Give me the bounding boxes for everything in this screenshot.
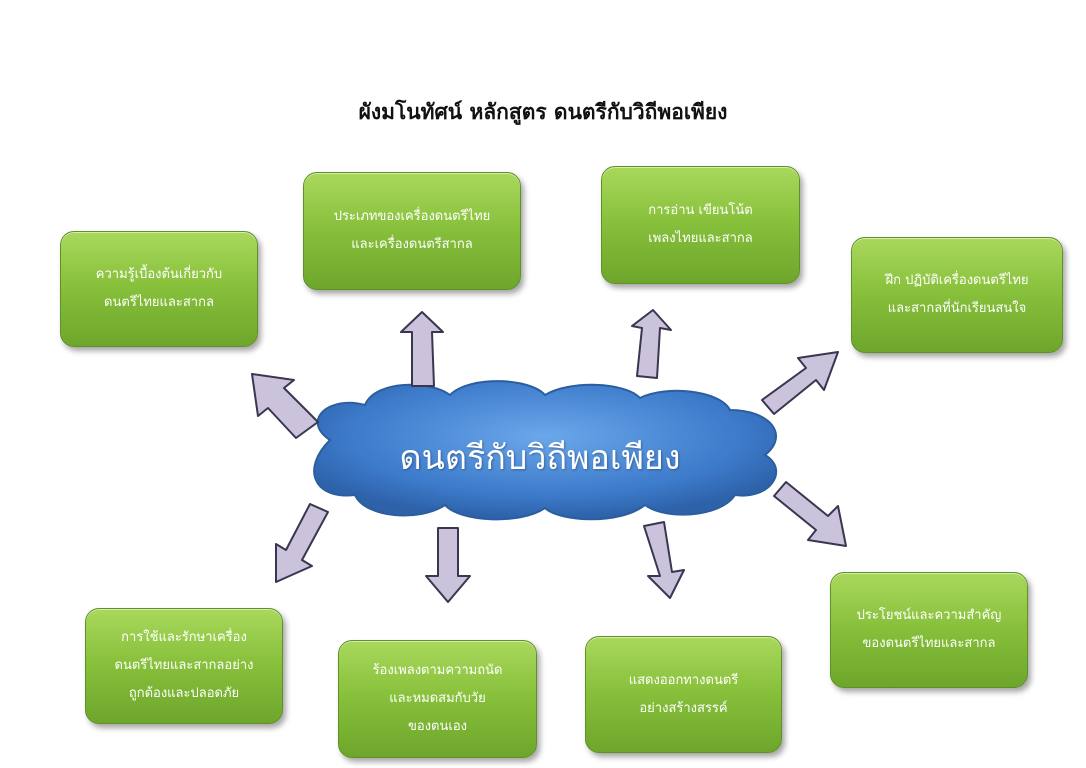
arrow-types: [400, 311, 444, 387]
box-practice: ฝึก ปฏิบัติเครื่องดนตรีไทย และสากลที่นัก…: [851, 237, 1063, 353]
box-benefits-text: ประโยชน์และความสำคัญ ของดนตรีไทยและสากล: [856, 608, 1002, 651]
box-practice-text: ฝึก ปฏิบัติเครื่องดนตรีไทย และสากลที่นัก…: [885, 273, 1029, 316]
box-singing-text: ร้องเพลงตามความถนัด และหมดสมกับวัย ของตน…: [372, 663, 503, 734]
center-label: ดนตรีกับวิถีพอเพียง: [399, 438, 681, 478]
diagram-title: ผังมโนทัศน์ หลักสูตร ดนตรีกับวิถีพอเพียง: [358, 99, 728, 124]
box-knowledge-text: ความรู้เบื้องต้นเกี่ยวกับ ดนตรีไทยและสาก…: [95, 267, 223, 310]
box-singing: ร้องเพลงตามความถนัด และหมดสมกับวัย ของตน…: [338, 640, 537, 758]
box-care: การใช้และรักษาเครื่อง ดนตรีไทยและสากลอย่…: [85, 608, 283, 724]
arrow-care: [275, 503, 329, 583]
arrow-knowledge: [251, 373, 319, 439]
box-types: ประเภทของเครื่องดนตรีไทย และเครื่องดนตรี…: [303, 172, 521, 290]
box-reading-text: การอ่าน เขียนโน้ต เพลงไทยและสากล: [648, 203, 753, 246]
center-cloud: [313, 380, 778, 521]
box-care-text: การใช้และรักษาเครื่อง ดนตรีไทยและสากลอย่…: [114, 630, 254, 701]
box-perform: แสดงออกทางดนตรี อย่างสร้างสรรค์: [585, 636, 782, 753]
box-benefits: ประโยชน์และความสำคัญ ของดนตรีไทยและสากล: [830, 572, 1028, 688]
arrow-singing: [425, 527, 471, 603]
arrow-reading: [631, 309, 672, 379]
arrow-benefits: [773, 481, 847, 547]
arrow-perform: [643, 521, 685, 599]
box-knowledge: ความรู้เบื้องต้นเกี่ยวกับ ดนตรีไทยและสาก…: [60, 231, 258, 347]
box-reading: การอ่าน เขียนโน้ต เพลงไทยและสากล: [601, 166, 800, 284]
arrow-practice: [761, 351, 839, 415]
box-perform-text: แสดงออกทางดนตรี อย่างสร้างสรรค์: [628, 672, 739, 716]
box-types-text: ประเภทของเครื่องดนตรีไทย และเครื่องดนตรี…: [333, 209, 491, 252]
